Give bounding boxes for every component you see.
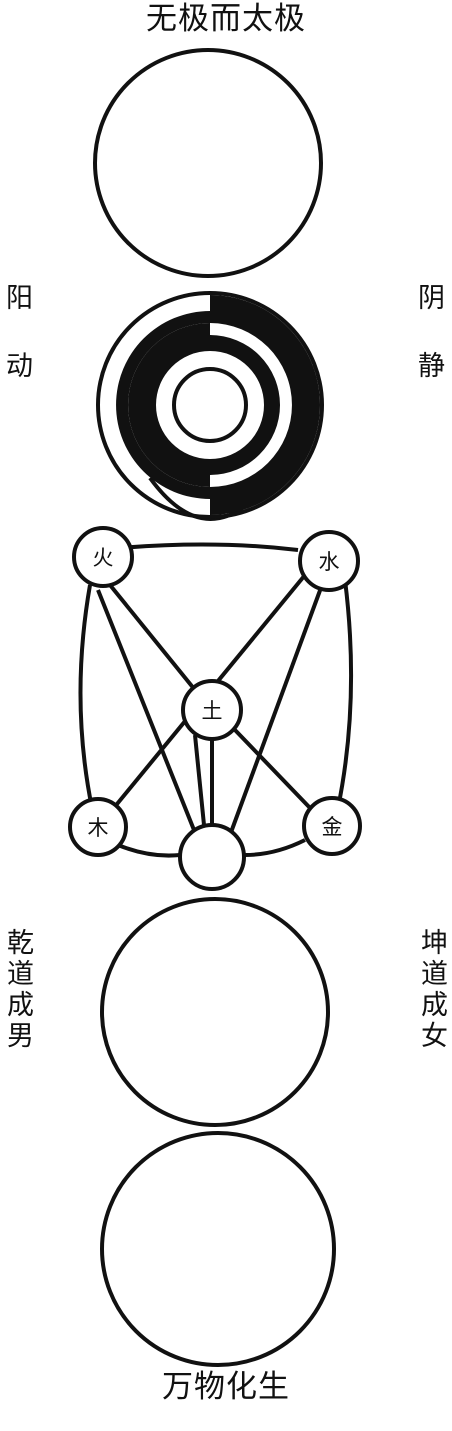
label-kun-dao: 坤道成女 (416, 928, 447, 1052)
fire-node (72, 526, 134, 588)
earth-label: 土 (202, 699, 223, 723)
wanwu-circle (100, 1131, 336, 1367)
taiji-rings (116, 295, 320, 515)
label-yin: 阴 (418, 283, 445, 314)
wood-label: 木 (88, 816, 109, 840)
fire-label: 火 (93, 546, 114, 570)
title-wuji-taiji: 无极而太极 (146, 1, 306, 37)
label-still: 静 (418, 351, 445, 382)
wood-node (68, 797, 128, 857)
label-qian-dao: 乾道成男 (2, 928, 33, 1052)
metal-label: 金 (322, 815, 343, 839)
water-node (298, 530, 360, 592)
label-move: 动 (6, 351, 33, 382)
label-yang: 阳 (6, 283, 33, 314)
wuji-circle (93, 48, 323, 278)
water-label: 水 (319, 550, 340, 574)
bottom-node (178, 823, 246, 891)
title-wanwu: 万物化生 (162, 1369, 290, 1405)
earth-node (181, 679, 243, 741)
metal-node (302, 796, 362, 856)
qian-kun-circle (100, 897, 330, 1127)
